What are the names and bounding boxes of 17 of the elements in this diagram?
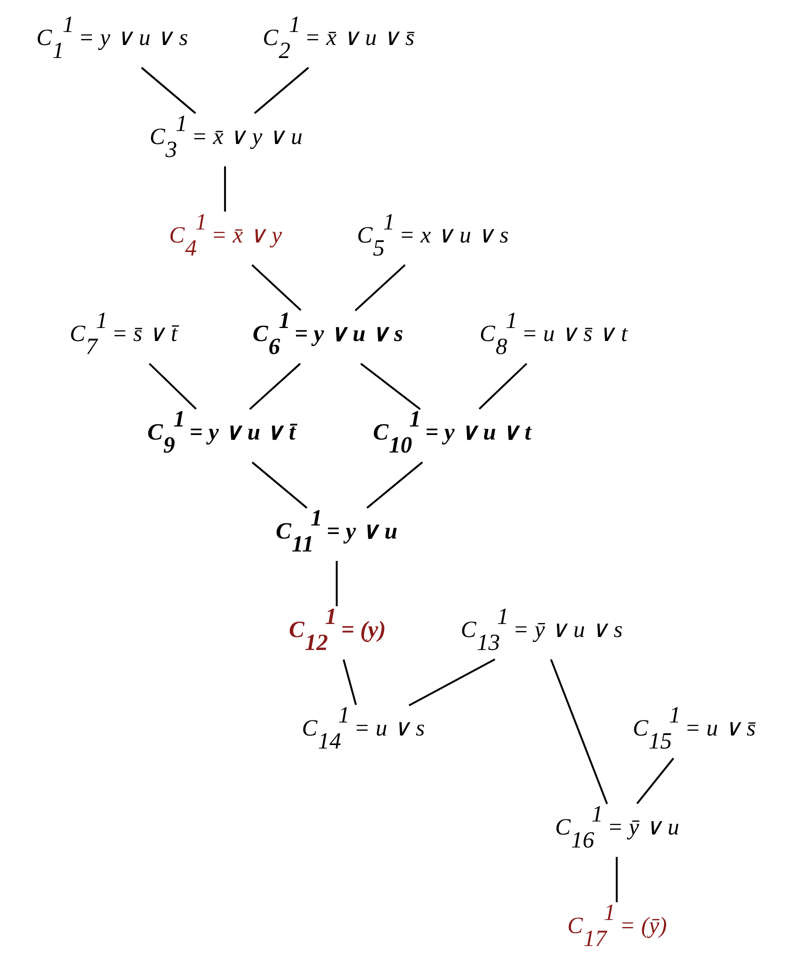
connector: [366, 461, 422, 508]
connector: [140, 66, 196, 114]
connector: [354, 264, 406, 311]
connector: [342, 658, 356, 705]
connector: [335, 560, 338, 606]
connector: [224, 166, 226, 212]
connector: [248, 362, 300, 410]
connector: [615, 856, 618, 902]
connector: [478, 362, 527, 410]
connector: [360, 362, 420, 410]
connector: [408, 658, 495, 706]
connector: [250, 264, 301, 310]
connector: [550, 658, 608, 804]
connector: [251, 461, 307, 508]
connector: [253, 66, 309, 114]
connector: [636, 757, 674, 804]
connector: [148, 362, 196, 410]
